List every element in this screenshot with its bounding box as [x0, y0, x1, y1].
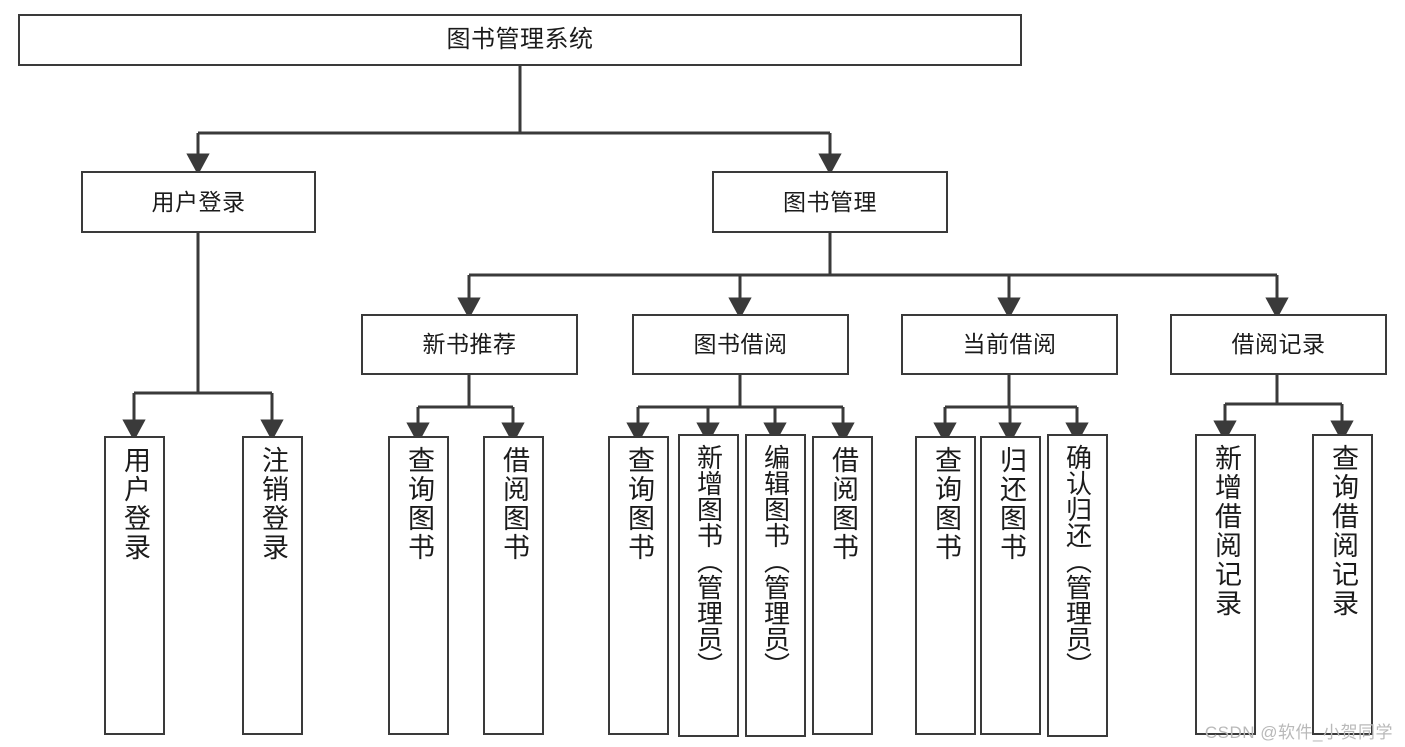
node-label: 新增图书（管理员）: [693, 444, 724, 678]
leaf-borrow-book-recommend[interactable]: 借阅图书: [483, 436, 544, 735]
node-label: 用户登录: [151, 188, 246, 215]
leaf-add-book-admin[interactable]: 新增图书（管理员）: [678, 434, 739, 737]
node-label: 确认归还（管理员）: [1062, 444, 1093, 678]
leaf-query-book-borrow[interactable]: 查询图书: [608, 436, 669, 735]
leaf-user-login[interactable]: 用户登录: [104, 436, 165, 735]
node-label: 借阅图书: [499, 446, 529, 562]
node-label: 新书推荐: [422, 331, 517, 358]
node-root-system[interactable]: 图书管理系统: [18, 14, 1022, 66]
node-book-borrow[interactable]: 图书借阅: [632, 314, 849, 375]
node-label: 查询图书: [404, 446, 434, 562]
leaf-query-borrow-record[interactable]: 查询借阅记录: [1312, 434, 1373, 735]
node-label: 图书管理: [783, 188, 877, 215]
node-label: 图书借阅: [693, 331, 788, 358]
node-label: 查询借阅记录: [1328, 444, 1358, 618]
leaf-query-book-recommend[interactable]: 查询图书: [388, 436, 449, 735]
node-current-borrow[interactable]: 当前借阅: [901, 314, 1118, 375]
node-new-book-recommend[interactable]: 新书推荐: [361, 314, 578, 375]
node-label: 图书管理系统: [446, 26, 594, 54]
node-label: 借阅记录: [1231, 331, 1326, 358]
leaf-logout[interactable]: 注销登录: [242, 436, 303, 735]
node-label: 查询图书: [931, 446, 961, 562]
node-label: 编辑图书（管理员）: [760, 444, 791, 678]
leaf-borrow-book-borrow[interactable]: 借阅图书: [812, 436, 873, 735]
node-user-login[interactable]: 用户登录: [81, 171, 316, 233]
node-label: 用户登录: [120, 446, 150, 562]
node-borrow-record[interactable]: 借阅记录: [1170, 314, 1387, 375]
node-label: 注销登录: [258, 446, 288, 562]
leaf-query-book-current[interactable]: 查询图书: [915, 436, 976, 735]
csdn-watermark: CSDN @软件_小贺同学: [1204, 723, 1393, 742]
leaf-edit-book-admin[interactable]: 编辑图书（管理员）: [745, 434, 806, 737]
node-label: 归还图书: [996, 446, 1026, 562]
node-book-management[interactable]: 图书管理: [712, 171, 948, 233]
node-label: 新增借阅记录: [1211, 444, 1241, 618]
node-label: 借阅图书: [828, 446, 858, 562]
leaf-add-borrow-record[interactable]: 新增借阅记录: [1195, 434, 1256, 735]
leaf-return-book[interactable]: 归还图书: [980, 436, 1041, 735]
node-label: 查询图书: [624, 446, 654, 562]
node-label: 当前借阅: [962, 331, 1057, 358]
leaf-confirm-return-admin[interactable]: 确认归还（管理员）: [1047, 434, 1108, 737]
